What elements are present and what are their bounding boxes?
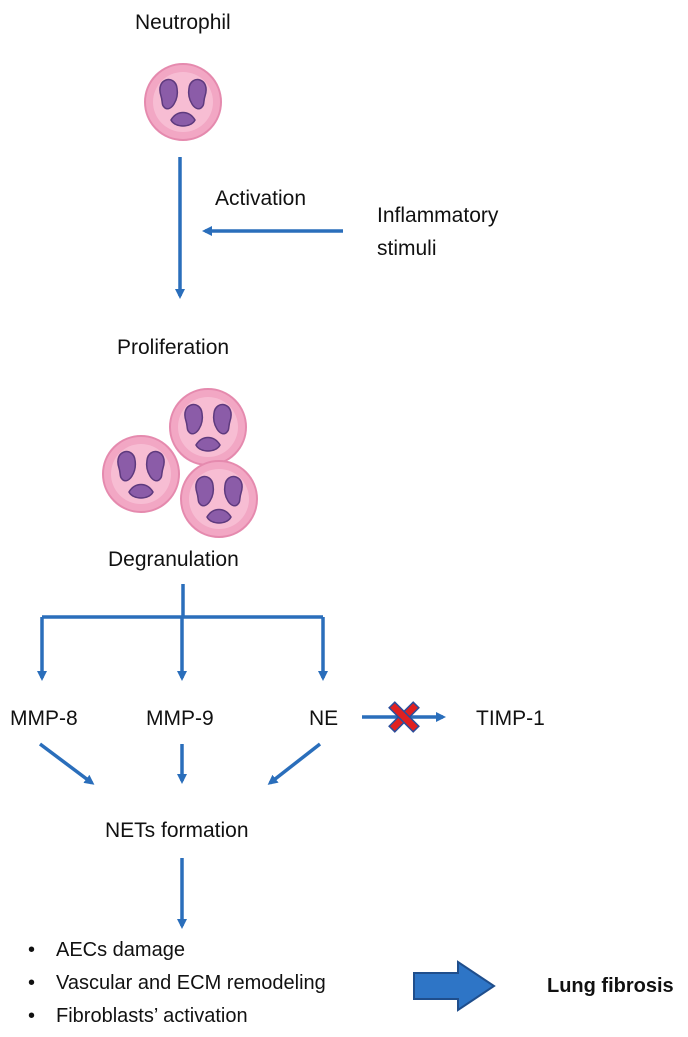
effect-item: Fibroblasts’ activation — [28, 1000, 326, 1033]
label-activation: Activation — [215, 187, 307, 210]
effect-item: Vascular and ECM remodeling — [28, 967, 326, 1000]
label-neutrophil: Neutrophil — [135, 11, 231, 34]
neutrophil-cell-icon — [102, 435, 180, 513]
label-mmp8: MMP-8 — [10, 707, 78, 730]
label-ne: NE — [309, 707, 339, 730]
block-arrow-right-icon — [413, 960, 496, 1012]
effect-item: AECs damage — [28, 934, 326, 967]
label-lung-fibrosis: Lung fibrosis — [547, 975, 674, 997]
label-nets-formation: NETs formation — [105, 819, 249, 842]
label-degranulation: Degranulation — [108, 548, 239, 571]
neutrophil-cell-icon — [180, 460, 258, 538]
mmp8-nets-arrow — [38, 742, 95, 785]
label-stimuli-line1: Inflammatory — [377, 204, 499, 227]
effects-list: AECs damage Vascular and ECM remodeling … — [28, 934, 326, 1033]
label-stimuli-line2: stimuli — [377, 237, 437, 260]
red-x-inhibition-icon — [388, 701, 420, 733]
label-timp1: TIMP-1 — [476, 707, 545, 730]
neutrophil-cell-icon — [144, 63, 222, 141]
neutrophil-cell-icon — [169, 388, 247, 466]
label-proliferation: Proliferation — [117, 336, 230, 359]
label-mmp9: MMP-9 — [146, 707, 214, 730]
ne-nets-arrow — [267, 742, 322, 785]
